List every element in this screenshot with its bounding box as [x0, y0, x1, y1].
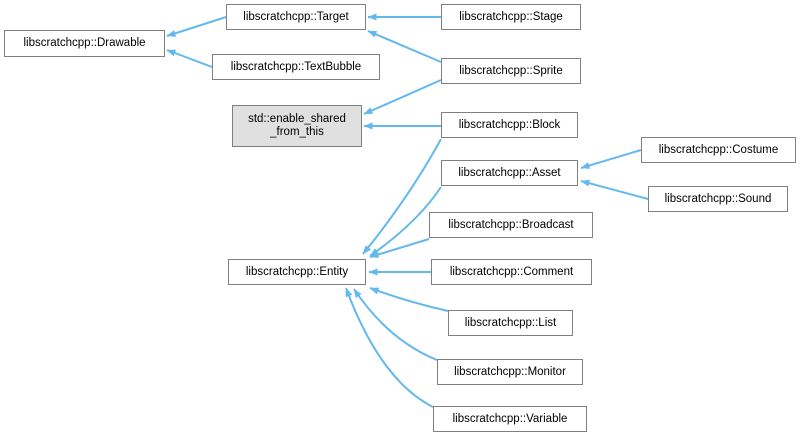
edge-target-to-drawable — [166, 16, 227, 37]
node-comment[interactable]: libscratchcpp::Comment — [431, 259, 592, 285]
edge-list-to-entity — [369, 287, 449, 312]
node-monitor[interactable]: libscratchcpp::Monitor — [437, 359, 583, 385]
node-asset[interactable]: libscratchcpp::Asset — [441, 160, 578, 186]
edge-monitor-to-entity — [353, 288, 438, 361]
node-costume[interactable]: libscratchcpp::Costume — [641, 137, 796, 163]
edge-textbubble-to-drawable — [166, 49, 213, 68]
edge-sprite-to-esft — [363, 79, 442, 115]
node-block[interactable]: libscratchcpp::Block — [441, 112, 578, 138]
node-textbubble[interactable]: libscratchcpp::TextBubble — [212, 54, 380, 80]
node-broadcast[interactable]: libscratchcpp::Broadcast — [429, 212, 593, 238]
node-sound[interactable]: libscratchcpp::Sound — [648, 186, 788, 212]
node-variable[interactable]: libscratchcpp::Variable — [433, 406, 587, 432]
node-stage[interactable]: libscratchcpp::Stage — [441, 4, 581, 30]
edge-broadcast-to-entity — [369, 238, 430, 258]
edge-variable-to-entity — [345, 287, 434, 408]
node-sprite[interactable]: libscratchcpp::Sprite — [441, 58, 581, 84]
node-enable-shared-from-this[interactable]: std::enable_shared _from_this — [232, 105, 362, 147]
node-entity[interactable]: libscratchcpp::Entity — [228, 259, 366, 285]
node-target[interactable]: libscratchcpp::Target — [226, 4, 366, 30]
edge-costume-to-asset — [580, 149, 642, 169]
node-drawable[interactable]: libscratchcpp::Drawable — [4, 30, 165, 57]
node-list[interactable]: libscratchcpp::List — [448, 310, 573, 336]
edge-sound-to-asset — [580, 179, 649, 200]
